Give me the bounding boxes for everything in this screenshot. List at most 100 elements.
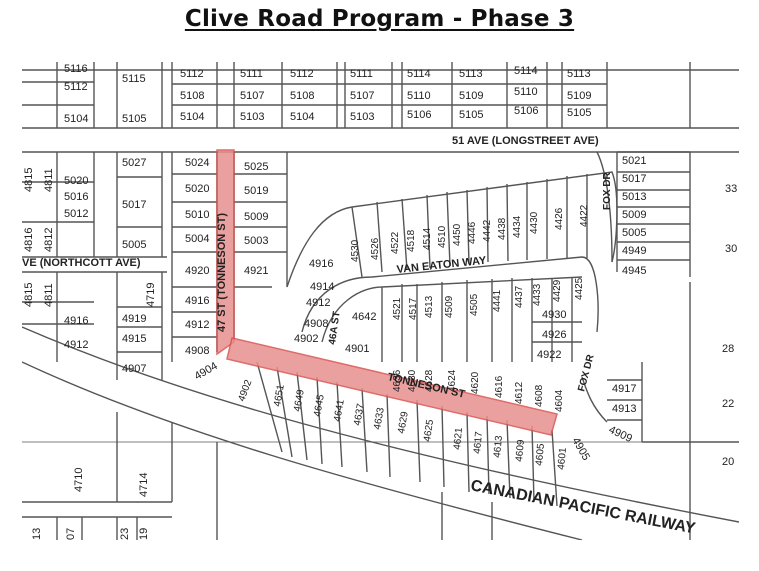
parcel-label: 4422 <box>579 204 590 227</box>
street-label-ave51: 51 AVE (LONGSTREET AVE) <box>452 135 599 147</box>
parcel-label: 4510 <box>437 225 448 248</box>
parcel-label: 4526 <box>370 237 381 260</box>
parcel-label: 5108 <box>290 90 314 102</box>
parcel-label: 5114 <box>514 65 538 77</box>
parcel-label: 4921 <box>244 265 268 277</box>
parcel-label: 4815 <box>23 168 35 192</box>
parcel-label: 4513 <box>424 295 435 318</box>
parcel-label: 5109 <box>459 90 483 102</box>
parcel-label: 30 <box>725 243 737 255</box>
parcel-label: 5112 <box>180 68 204 80</box>
parcel-label: 5103 <box>240 111 264 123</box>
parcel-label: 4912 <box>64 339 88 351</box>
parcel-label: 5111 <box>240 68 263 80</box>
parcel-label: 4811 <box>43 168 55 192</box>
street-label-foxdr-bottom: FOX DR <box>576 353 597 393</box>
parcel-label: 5105 <box>567 107 591 119</box>
parcel-label: 4426 <box>554 207 565 230</box>
parcel-label: 4636 <box>392 369 403 392</box>
parcel-label: 4438 <box>497 217 508 240</box>
parcel-label: 4601 <box>556 447 569 471</box>
parcel-label: 5104 <box>64 113 88 125</box>
parcel-label: 5104 <box>290 111 314 123</box>
parcel-label: 4608 <box>534 384 545 407</box>
parcel-label: 5114 <box>407 68 431 80</box>
parcel-label: 4434 <box>512 215 523 238</box>
parcel-label: 4433 <box>532 283 543 306</box>
parcel-label: 5013 <box>622 191 646 203</box>
parcel-label: 5024 <box>185 157 209 169</box>
parcel-label: 4719 <box>145 283 157 307</box>
parcel-label: 5115 <box>122 73 146 85</box>
parcel-label: 4916 <box>309 258 333 270</box>
parcel-label: 5113 <box>459 68 483 80</box>
parcel-label: 5109 <box>567 90 591 102</box>
street-label-st47: 47 ST (TONNESON ST) <box>216 213 228 332</box>
parcel-label: 4430 <box>529 211 540 234</box>
highlighted-road <box>216 149 558 436</box>
parcel-label: 5016 <box>64 191 88 203</box>
parcel-numbers: 5116 5112 5115 5112 5111 5112 5111 5114 … <box>23 63 737 540</box>
parcel-label: 4912 <box>185 319 209 331</box>
parcel-label: 5019 <box>244 185 268 197</box>
parcel-label: 4919 <box>122 313 146 325</box>
parcel-label: 4633 <box>372 406 387 430</box>
parcel-label: 5106 <box>407 109 431 121</box>
parcel-label: 4902 <box>294 333 318 345</box>
parcel-label: 4907 <box>122 363 146 375</box>
parcel-label: 5105 <box>122 113 146 125</box>
parcel-label: 4645 <box>312 393 327 417</box>
street-label-northcott: VE (NORTHCOTT AVE) <box>22 257 141 269</box>
parcel-label: 4530 <box>350 239 361 262</box>
parcel-label: 4926 <box>542 329 566 341</box>
parcel-label: 4811 <box>43 283 55 307</box>
parcel-label: 5105 <box>459 109 483 121</box>
parcel-label: 4922 <box>537 349 561 361</box>
parcel-label: 4628 <box>424 369 435 392</box>
parcel-label: 5021 <box>622 155 646 167</box>
parcel-label: 4815 <box>23 283 35 307</box>
parcel-label: 20 <box>722 456 734 468</box>
tonneson-highlight <box>226 337 558 436</box>
parcel-lines <box>22 62 739 540</box>
parcel-label: 5012 <box>64 208 88 220</box>
parcel-label: 5003 <box>244 235 268 247</box>
parcel-label: 4642 <box>352 311 376 323</box>
street-label-foxdr-top: FOX DR <box>602 171 613 210</box>
parcel-label: 4916 <box>64 315 88 327</box>
parcel-label: 4904 <box>193 360 220 383</box>
parcel-label: 5025 <box>244 161 268 173</box>
parcel-label: 5005 <box>122 239 146 251</box>
parcel-label: 5116 <box>64 63 88 75</box>
parcel-label: 4637 <box>352 402 367 426</box>
parcel-label: 4509 <box>444 295 455 318</box>
parcel-label: 4816 <box>23 228 35 252</box>
parcel-label: 4812 <box>43 228 55 252</box>
parcel-label: 4429 <box>552 279 563 302</box>
parcel-label: 4604 <box>554 389 565 412</box>
parcel-label: 4908 <box>185 345 209 357</box>
parcel-label: 4630 <box>407 369 418 392</box>
parcel-label: 4902 <box>236 378 254 403</box>
parcel-label: 4930 <box>542 309 566 321</box>
parcel-label: 5108 <box>180 90 204 102</box>
parcel-label: 5113 <box>567 68 591 80</box>
parcel-label: 4621 <box>452 427 465 451</box>
parcel-label: 5106 <box>514 105 538 117</box>
parcel-label: 4522 <box>390 231 401 254</box>
parcel-label: 4441 <box>492 289 503 312</box>
parcel-label: 4613 <box>492 435 505 459</box>
parcel-label: 4905 <box>569 436 592 463</box>
parcel-label: 5017 <box>122 199 146 211</box>
parcel-label: 4649 <box>292 388 307 412</box>
parcel-label: 4629 <box>396 410 411 434</box>
street-label-st46a: 46A ST <box>327 311 343 346</box>
parcel-label: 5020 <box>185 183 209 195</box>
parcel-label: 4901 <box>345 343 369 355</box>
parcel-label: 4518 <box>406 229 417 252</box>
parcel-label: 5017 <box>622 173 646 185</box>
parcel-label: 5112 <box>64 81 88 93</box>
parcel-label: 4617 <box>472 431 485 455</box>
map-canvas: 51 AVE (LONGSTREET AVE) 47 ST (TONNESON … <box>22 62 739 540</box>
parcel-label: 4908 <box>304 318 328 330</box>
